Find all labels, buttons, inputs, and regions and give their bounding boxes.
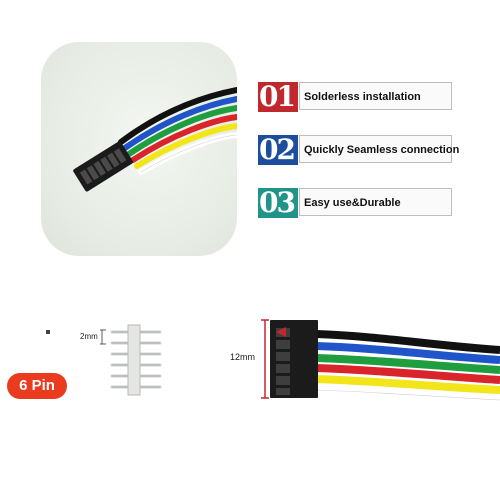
- cable-photo: [73, 87, 237, 192]
- feature-row-3: 03 Easy use&Durable: [258, 188, 454, 218]
- feature-label: Solderless installation: [299, 82, 452, 110]
- dot-marker: [46, 330, 50, 334]
- feature-label: Easy use&Durable: [299, 188, 452, 216]
- product-photo: [41, 42, 237, 256]
- feature-row-2: 02 Quickly Seamless connection: [258, 135, 459, 165]
- feature-number: 01: [258, 82, 298, 112]
- connector-height-label: 12mm: [230, 352, 256, 362]
- pin-count-badge: 6 Pin: [7, 373, 67, 399]
- feature-row-1: 01 Solderless installation: [258, 82, 454, 112]
- feature-number: 02: [258, 135, 298, 165]
- feature-number: 03: [258, 188, 298, 218]
- feature-label: Quickly Seamless connection: [299, 135, 459, 163]
- pin-header-diagram: [100, 324, 162, 396]
- pin-pitch-label: 2mm: [80, 332, 98, 341]
- connector-diagram: [261, 319, 500, 404]
